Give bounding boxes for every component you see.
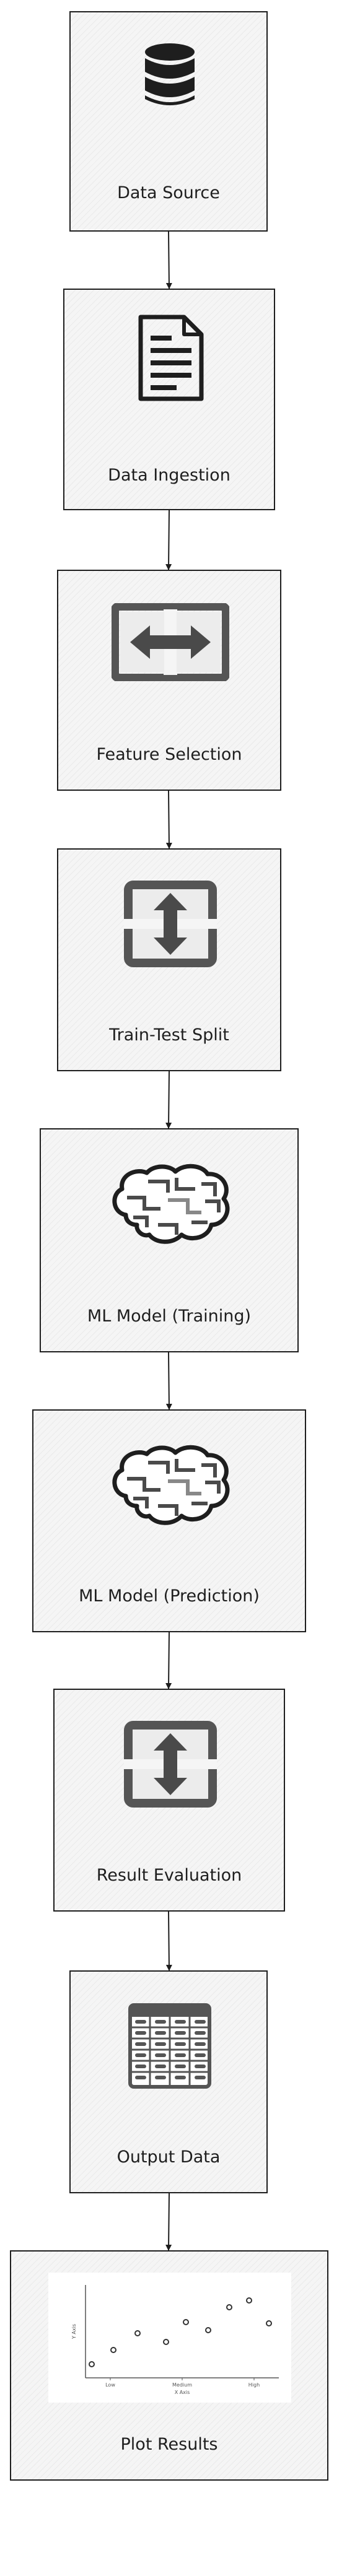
plot-point: [183, 2319, 189, 2325]
node-label: Result Evaluation: [96, 1866, 242, 1885]
vertical-arrows-icon: [124, 881, 217, 967]
table-icon: [128, 2003, 211, 2089]
plot-x-tick-high: High: [248, 2382, 260, 2388]
plot-point: [110, 2347, 116, 2353]
vertical-arrows-icon: [124, 1721, 217, 1808]
node-feature-selection[interactable]: Feature Selection: [57, 570, 281, 791]
horizontal-arrows-icon: [112, 603, 229, 681]
node-output-data[interactable]: Output Data: [69, 1970, 268, 2193]
plot-x-tick-low: Low: [105, 2382, 115, 2388]
plot-point: [89, 2361, 95, 2367]
node-label: ML Model (Training): [87, 1307, 252, 1326]
node-label: Plot Results: [120, 2435, 218, 2454]
plot-point: [266, 2320, 272, 2326]
node-ml-model-prediction[interactable]: ML Model (Prediction): [32, 1409, 306, 1632]
node-result-evaluation[interactable]: Result Evaluation: [53, 1689, 285, 1912]
node-label: Feature Selection: [96, 745, 242, 764]
plot-point: [226, 2304, 232, 2310]
node-label: Data Source: [117, 183, 220, 202]
document-icon: [138, 315, 204, 401]
plot-point: [134, 2330, 141, 2336]
plot-point: [246, 2297, 252, 2304]
plot-x-label: X Axis: [175, 2390, 190, 2395]
brain-icon: [112, 1164, 230, 1244]
node-label: ML Model (Prediction): [79, 1586, 260, 1606]
node-train-test-split[interactable]: Train-Test Split: [57, 848, 281, 1071]
plot-point: [205, 2327, 211, 2333]
brain-icon: [112, 1445, 230, 1525]
node-ml-model-training[interactable]: ML Model (Training): [40, 1128, 299, 1352]
plot-point: [163, 2339, 169, 2345]
node-label: Train-Test Split: [109, 1025, 229, 1045]
scatter-plot-icon: Low Medium High X Axis Y Axis: [48, 2273, 291, 2403]
node-plot-results[interactable]: Low Medium High X Axis Y Axis Plot Resul…: [10, 2250, 328, 2481]
node-label: Output Data: [116, 2147, 221, 2167]
plot-y-label: Y Axis: [71, 2324, 77, 2339]
node-data-ingestion[interactable]: Data Ingestion: [63, 289, 275, 510]
node-label: Data Ingestion: [108, 466, 231, 485]
database-icon: [145, 43, 195, 105]
plot-x-tick-medium: Medium: [172, 2382, 192, 2388]
node-data-source[interactable]: Data Source: [69, 11, 268, 232]
